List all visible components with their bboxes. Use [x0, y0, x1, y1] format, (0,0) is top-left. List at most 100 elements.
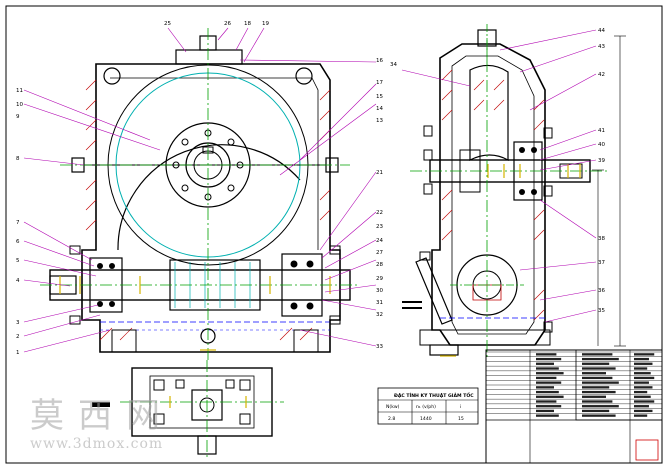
title-block-text [582, 395, 606, 398]
callout-label: 43 [598, 44, 605, 50]
callout-label: 36 [598, 288, 605, 294]
callout-label: 11 [16, 88, 23, 94]
title-block-text [536, 409, 554, 413]
title-block-text [582, 381, 619, 384]
title-block-logo-box [635, 439, 659, 461]
title-block-text [536, 386, 554, 389]
side-bolts [423, 125, 553, 333]
title-block-text [634, 400, 655, 403]
callout-label: 38 [598, 236, 605, 242]
callout-label: 40 [598, 142, 605, 148]
front-inner-wall [110, 77, 319, 250]
callout-label: 35 [598, 308, 605, 314]
title-block-text [582, 357, 619, 361]
callout-label: 5 [16, 258, 20, 264]
title-block-text [582, 372, 606, 375]
callout-label: 41 [598, 128, 605, 134]
title-block-text [634, 381, 649, 384]
title-block-text [582, 367, 616, 370]
callout-label: 22 [376, 210, 383, 216]
side-base [419, 329, 551, 346]
title-block-text [634, 386, 653, 389]
worm-wheel-cover [117, 144, 301, 251]
callout-label: 32 [376, 312, 383, 318]
title-block-text [582, 400, 613, 403]
title-block-text [582, 376, 613, 380]
side-view: 44 43 42 41 40 39 38 37 36 35 34 [390, 24, 626, 360]
title-block-text [536, 367, 559, 370]
callout-label: 15 [376, 94, 383, 100]
callout-label: 14 [376, 106, 383, 112]
callout-label: 19 [262, 21, 269, 27]
scale-bar [92, 402, 110, 407]
spec-table-frame [377, 387, 479, 425]
spec-header-speed: n₁ (v/ph) [416, 404, 436, 410]
title-block-text [634, 414, 648, 417]
side-bearing-balls [519, 147, 537, 195]
spec-value-ratio: 15 [458, 416, 464, 422]
foot-left [111, 329, 137, 353]
callout-label: 17 [376, 80, 383, 86]
dipstick-cap [419, 251, 431, 261]
title-block-text [582, 386, 610, 389]
callout-label: 1 [16, 350, 20, 356]
callout-label: 8 [16, 156, 20, 162]
side-callouts: 44 43 42 41 40 39 38 37 36 35 34 [390, 28, 605, 314]
front-callouts-right: 16 17 15 14 13 21 22 23 24 27 28 29 30 3… [376, 58, 383, 350]
title-block-text [634, 376, 655, 380]
oil-dipstick [415, 257, 453, 325]
title-block-text [582, 409, 610, 413]
title-block-text [634, 357, 649, 361]
callout-label: 39 [598, 158, 605, 164]
callout-label: 6 [16, 239, 20, 245]
front-dim-marks [59, 276, 331, 351]
title-block-text [536, 381, 562, 384]
title-block-text [536, 357, 562, 361]
callout-label: 31 [376, 300, 383, 306]
title-block-text [582, 405, 619, 408]
side-section-hatch [441, 69, 545, 321]
callout-label: 28 [376, 262, 383, 268]
front-view: 25 26 18 19 11 10 9 8 7 6 5 4 3 2 1 16 1… [16, 21, 383, 360]
callout-label: 33 [376, 344, 383, 350]
title-block-text [634, 353, 655, 356]
callout-label: 25 [164, 21, 171, 27]
title-block-text [536, 405, 562, 408]
end-cap-bolts [69, 245, 341, 325]
title-block-text [634, 390, 648, 394]
lifting-lug-right [295, 67, 313, 85]
title-block-text [536, 376, 557, 380]
callout-label: 37 [598, 260, 605, 266]
callout-label: 24 [376, 238, 383, 244]
callout-label: 2 [16, 334, 20, 340]
sheet-border [5, 5, 663, 464]
side-leader-lines [401, 29, 597, 323]
watermark: 莫西网 www.3dmox.com [30, 398, 200, 452]
title-block-text [536, 353, 557, 356]
title-block [485, 349, 663, 464]
front-leader-lines [23, 27, 377, 353]
title-block-text [634, 372, 651, 375]
bearing-balls [97, 260, 314, 310]
watermark-cn: 莫西网 [30, 396, 174, 436]
spec-table-title: ĐẶC TÍNH KỸ THUẬT GIẢM TỐC [394, 391, 474, 399]
title-block-text [536, 372, 564, 375]
title-block-text [582, 390, 616, 394]
title-block-text [634, 367, 648, 370]
worm-section-cut [472, 284, 502, 301]
callout-label: 10 [16, 102, 23, 108]
spec-table: ĐẶC TÍNH KỸ THUẬT GIẢM TỐC N(kw) n₁ (v/p… [377, 387, 479, 425]
callout-label: 3 [16, 320, 20, 326]
callout-label: 18 [244, 21, 251, 27]
side-overall-dims [592, 35, 626, 347]
spec-header-ratio: i [460, 404, 461, 410]
callout-label: 42 [598, 72, 605, 78]
callout-label: 13 [376, 118, 383, 124]
title-block-text [536, 362, 554, 365]
plan-bolts [153, 379, 251, 425]
plan-dim-marks [169, 396, 247, 408]
title-block-text [536, 414, 559, 417]
side-drain [429, 344, 459, 356]
